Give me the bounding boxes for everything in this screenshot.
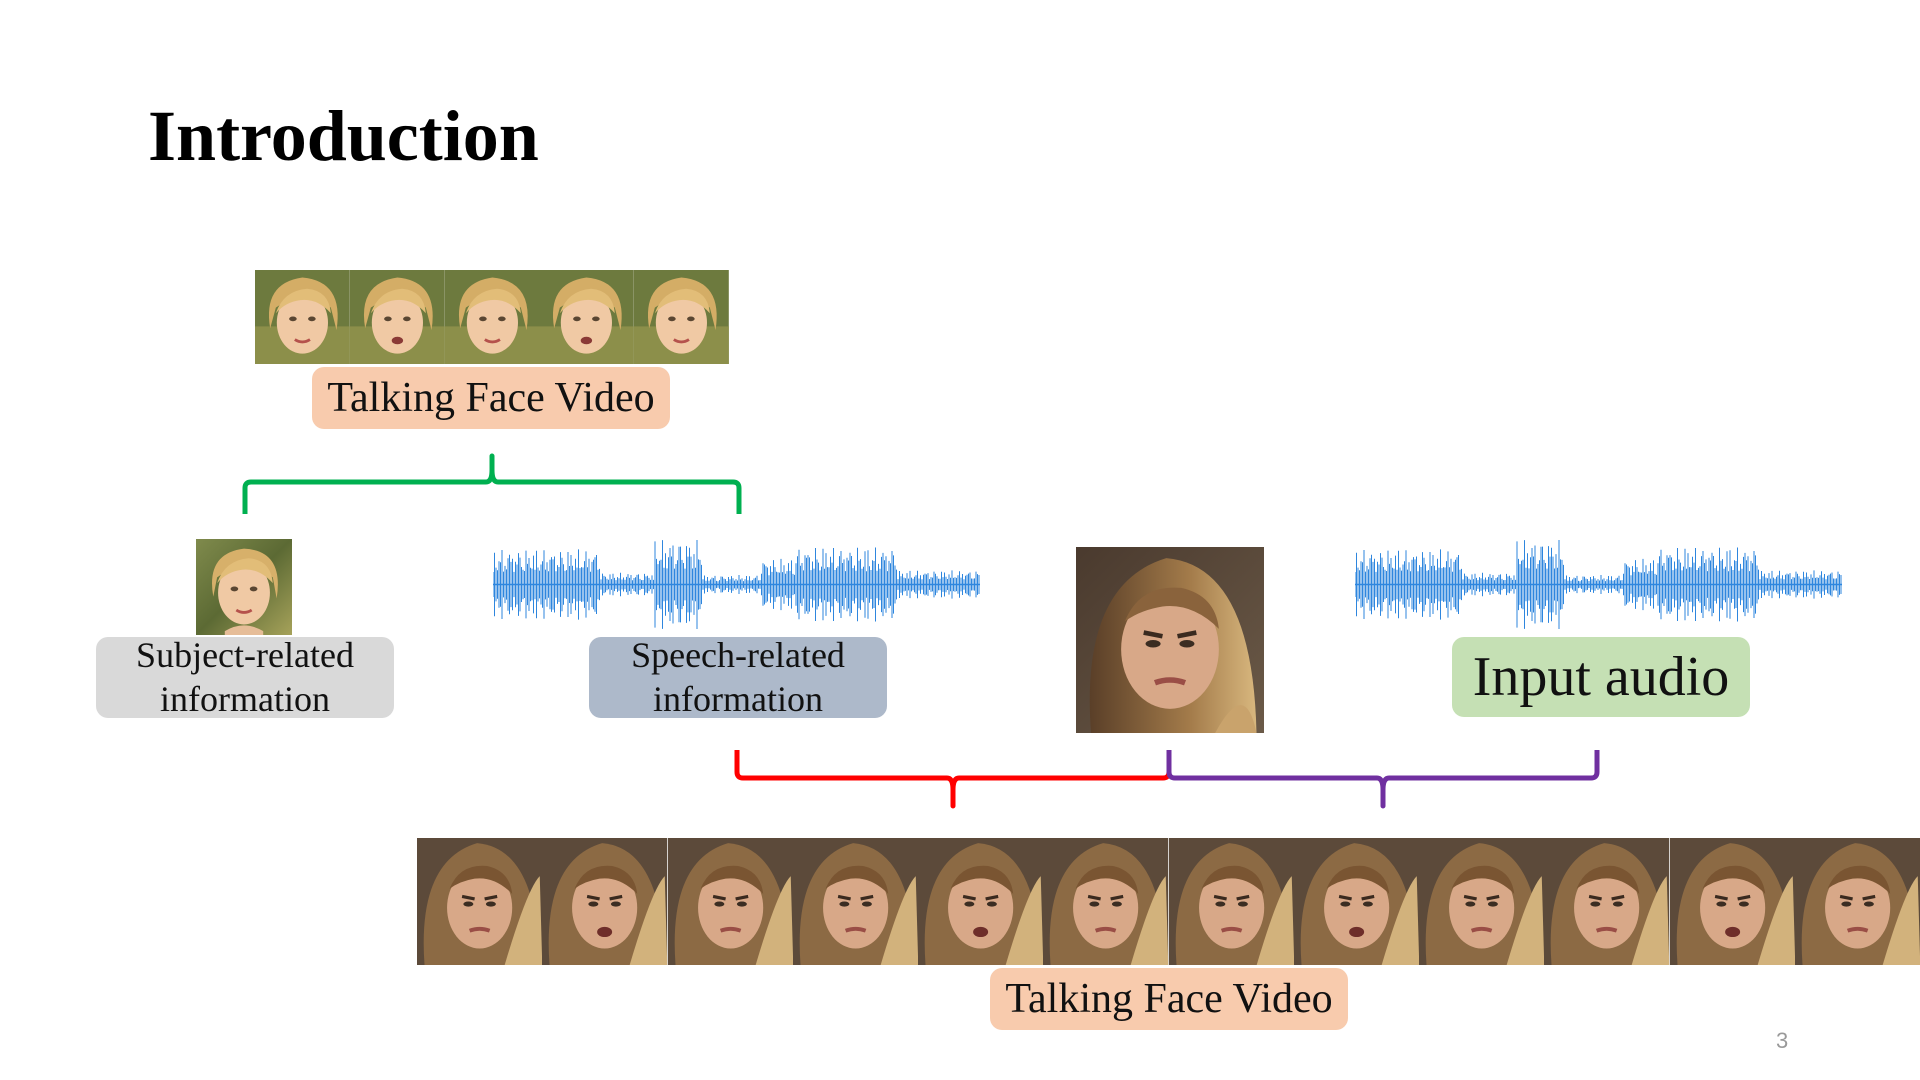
top-face-strip (255, 270, 729, 364)
audio-waveform-icon (1355, 540, 1842, 629)
face-frame (918, 838, 1044, 965)
face-frame (349, 270, 445, 364)
subject-info-line1: Subject-related (136, 635, 354, 676)
face-frame (667, 838, 793, 965)
face-frame (634, 270, 729, 364)
brunette-face-icon (542, 838, 668, 965)
speech-info-line2: information (653, 678, 823, 719)
brunette-face-icon (918, 838, 1044, 965)
top-video-label: Talking Face Video (312, 367, 670, 429)
speech-info-line1: Speech-related (631, 635, 845, 676)
slide-title: Introduction (148, 96, 539, 176)
blonde-face-icon (634, 270, 729, 364)
brunette-face-icon (1043, 838, 1169, 965)
input-waveform (1355, 537, 1842, 632)
subject-info-label: Subject-related information (96, 635, 394, 719)
face-frame (792, 838, 918, 965)
face-frame (539, 270, 635, 364)
bottom-video-label: Talking Face Video (990, 968, 1348, 1030)
brunette-face-icon (1794, 838, 1920, 965)
face-frame (444, 270, 540, 364)
brunette-face-icon (1544, 838, 1670, 965)
input-audio-label: Input audio (1452, 637, 1750, 717)
red-brace (734, 750, 1172, 809)
face-frame (542, 838, 668, 965)
face-frame (1419, 838, 1545, 965)
brunette-face-icon (1293, 838, 1419, 965)
speech-info-label: Speech-related information (589, 635, 887, 719)
face-frame (1669, 838, 1795, 965)
blonde-face-icon (255, 270, 350, 364)
bottom-face-strip (417, 838, 1920, 965)
face-frame (1544, 838, 1670, 965)
brunette-face-icon (1076, 547, 1264, 733)
brunette-face-icon (1669, 838, 1795, 965)
blonde-face-icon (539, 270, 635, 364)
brunette-face-icon (792, 838, 918, 965)
audio-waveform-icon (493, 540, 980, 629)
purple-brace (1166, 750, 1600, 809)
face-frame (1293, 838, 1419, 965)
green-brace (242, 453, 742, 514)
face-frame (255, 270, 350, 364)
bottom-video-label-text: Talking Face Video (1005, 976, 1333, 1022)
blonde-face-icon (444, 270, 540, 364)
face-frame (1043, 838, 1169, 965)
input-audio-label-text: Input audio (1472, 646, 1730, 708)
reference-face-image (1076, 547, 1264, 733)
face-frame (417, 838, 543, 965)
speech-waveform (493, 537, 980, 632)
brunette-face-icon (1168, 838, 1294, 965)
top-video-label-text: Talking Face Video (327, 375, 655, 421)
brunette-face-icon (1419, 838, 1545, 965)
face-frame (1794, 838, 1920, 965)
brunette-face-icon (667, 838, 793, 965)
page-number: 3 (1776, 1028, 1789, 1053)
subject-info-line2: information (160, 678, 330, 719)
brunette-face-icon (417, 838, 543, 965)
subject-face-image (196, 539, 292, 635)
blonde-face-icon (349, 270, 445, 364)
blonde-face-icon (196, 539, 292, 635)
face-frame (1168, 838, 1294, 965)
